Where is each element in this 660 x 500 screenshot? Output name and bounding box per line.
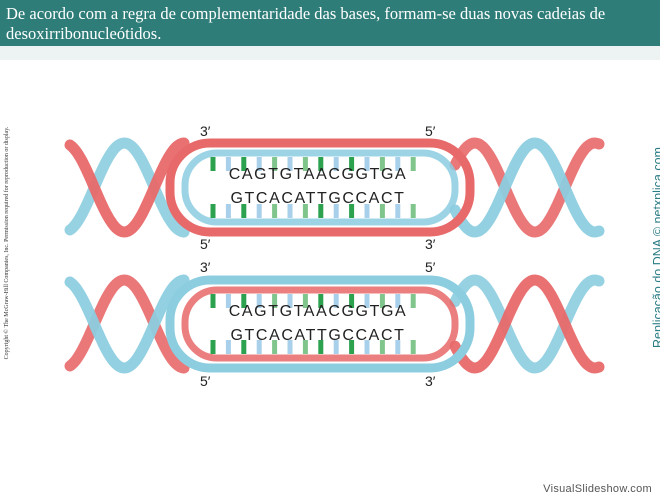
base-rung-upper [287,157,293,171]
base-rung-upper [333,157,339,171]
bottom-label-top-left: 3′ [200,259,211,275]
helix-strand [64,274,190,374]
base-rung-upper [256,157,262,171]
base-rung-lower [410,204,416,218]
base-rung-upper [379,157,385,171]
top-label-top-right: 5′ [425,123,436,139]
base-rung-lower [395,340,401,354]
base-rung-upper [349,157,355,171]
base-rung-lower [364,340,370,354]
base-rung-upper [333,294,339,308]
base-rung-lower [349,204,355,218]
outer-strand [165,138,475,237]
base-rung-upper [210,294,216,308]
base-rung-lower [225,204,231,218]
bottom-label-bottom-left: 5′ [200,373,211,389]
base-rung-lower [318,204,324,218]
bottom-label-top-right: 5′ [425,259,436,275]
base-rung-upper [272,157,278,171]
bottom-label-bottom-right: 3′ [425,373,436,389]
helix-strand [64,274,190,374]
base-rung-upper [364,157,370,171]
base-rung-lower [256,340,262,354]
base-rung-lower [318,340,324,354]
slide-header: De acordo com a regra de complementarida… [0,0,660,46]
base-rung-lower [333,204,339,218]
base-rung-lower [225,340,231,354]
base-rung-upper [349,294,355,308]
bottom-upper-sequence: CAGTGTAACGGTGA [229,303,408,320]
bottom-double-helix [64,274,605,374]
base-rung-lower [256,204,262,218]
base-rung-upper [395,157,401,171]
base-rung-upper [241,157,247,171]
base-rung-lower [287,340,293,354]
helix-strand [449,137,605,238]
base-rung-lower [349,340,355,354]
top-label-bottom-left: 5′ [200,236,211,252]
base-rung-upper [395,294,401,308]
header-text: De acordo com a regra de complementarida… [6,4,606,43]
base-rung-upper [410,157,416,171]
top-label-top-left: 3′ [200,123,211,139]
base-rung-lower [302,340,308,354]
watermark-footer: VisualSlideshow.com [543,483,652,495]
top-label-bottom-right: 3′ [425,236,436,252]
inner-strand [181,149,459,226]
base-rung-lower [333,340,339,354]
helix-strand [449,274,605,374]
base-rung-lower [272,340,278,354]
header-underbar [0,46,660,60]
base-rung-upper [287,294,293,308]
top-lower-sequence: GTCACATTGCCACT [231,190,406,207]
top-double-helix [64,137,605,238]
base-rung-upper [410,294,416,308]
base-rung-lower [210,204,216,218]
base-rung-lower [287,204,293,218]
base-rung-upper [302,157,308,171]
base-rung-lower [410,340,416,354]
base-rung-lower [364,204,370,218]
helix-strand [64,137,190,238]
base-rung-upper [210,157,216,171]
helix-strand [449,137,605,238]
base-rung-upper [272,294,278,308]
base-rung-lower [379,340,385,354]
top-upper-sequence: CAGTGTAACGGTGA [229,166,408,183]
base-rung-lower [272,204,278,218]
base-rung-upper [302,294,308,308]
base-rung-upper [256,294,262,308]
base-rung-upper [379,294,385,308]
base-rung-upper [318,157,324,171]
base-rung-lower [395,204,401,218]
base-rung-upper [225,294,231,308]
base-rung-upper [241,294,247,308]
base-rung-lower [302,204,308,218]
base-rung-lower [241,204,247,218]
inner-strand [181,286,459,362]
base-rung-upper [225,157,231,171]
base-rung-upper [364,294,370,308]
bottom-lower-sequence: GTCACATTGCCACT [231,327,406,344]
helix-strand [64,137,190,238]
outer-strand [165,275,475,373]
base-rung-lower [210,340,216,354]
site-credit: Replicação do DNA © netxplica.com [651,147,660,348]
helix-strand [449,274,605,374]
base-rung-upper [318,294,324,308]
base-rung-lower [379,204,385,218]
base-rung-lower [241,340,247,354]
